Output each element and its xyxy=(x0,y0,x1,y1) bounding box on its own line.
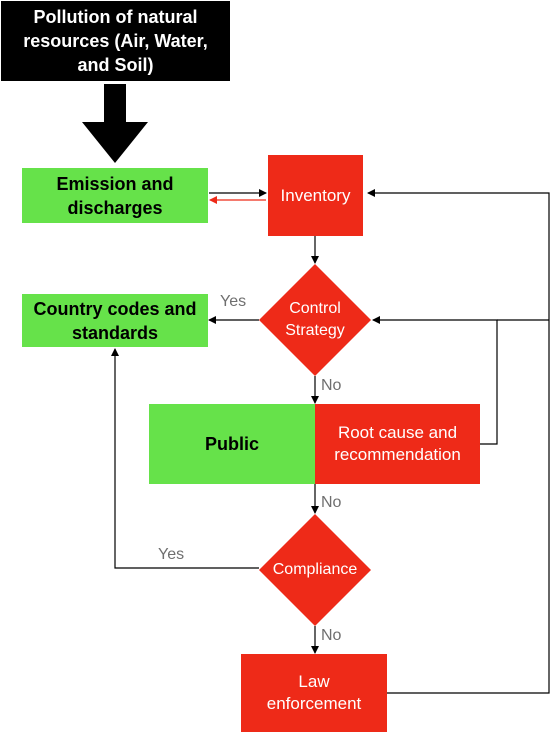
big-down-arrow xyxy=(82,84,148,163)
compliance-label-wrap: Compliance xyxy=(259,558,371,582)
control-strategy-diamond xyxy=(259,264,371,376)
root-cause-box: Root cause and recommendation xyxy=(315,404,480,484)
emission-box: Emission and discharges xyxy=(22,168,208,223)
no-control-label: No xyxy=(321,377,342,394)
control-strategy-label: Control Strategy xyxy=(285,300,345,339)
inventory-box: Inventory xyxy=(268,155,363,236)
no-root-label: No xyxy=(321,494,342,511)
arrow-root-to-control xyxy=(372,316,498,445)
country-codes-box: Country codes and standards xyxy=(22,294,208,347)
arrow-law-to-inventory xyxy=(367,189,550,694)
yes-control-label: Yes xyxy=(220,293,247,310)
inventory-label: Inventory xyxy=(280,185,351,205)
yes-compliance-label: Yes xyxy=(158,546,185,563)
control-strategy-label-wrap: Control Strategy xyxy=(259,296,371,344)
public-box: Public xyxy=(149,404,315,484)
pollution-box: Pollution of natural resources (Air, Wat… xyxy=(1,1,230,81)
public-label: Public xyxy=(204,434,259,454)
compliance-diamond xyxy=(259,514,371,626)
pollution-label: Pollution of natural resources (Air, Wat… xyxy=(23,7,208,75)
compliance-label: Compliance xyxy=(272,561,358,578)
no-compliance-label: No xyxy=(321,627,342,644)
country-codes-label: Country codes and standards xyxy=(33,298,197,343)
law-enforcement-label: Law enforcement xyxy=(266,672,362,713)
emission-label: Emission and discharges xyxy=(56,173,174,218)
arrow-compliance-to-codes xyxy=(111,348,259,569)
law-enforcement-box: Law enforcement xyxy=(241,654,387,732)
root-cause-label: Root cause and recommendation xyxy=(334,423,461,464)
